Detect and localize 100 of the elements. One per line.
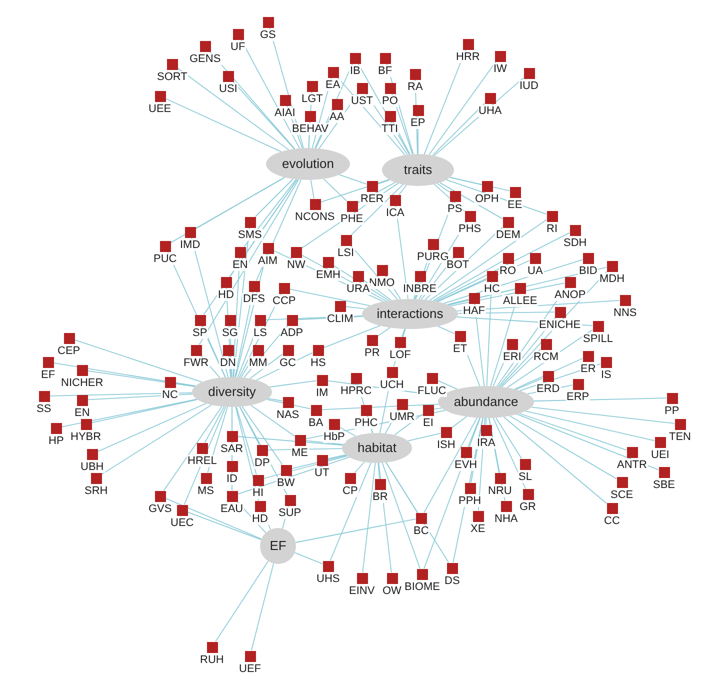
node-square [226,430,238,442]
node-label: SRH [84,484,109,496]
connector-line [377,179,390,185]
connector-line [443,259,583,304]
node-square [422,404,434,416]
node-label: ENICHE [538,318,582,330]
connector-line [318,93,359,150]
node-square [322,560,334,572]
node-label: NW [286,258,306,270]
connector-line [432,103,485,156]
connector-line [407,432,441,442]
connector-line [451,416,467,428]
node-square [316,454,328,466]
node-square [524,68,534,78]
connector-line [439,182,503,220]
node-square [280,464,292,476]
connector-line [337,77,406,156]
node-label: BR [372,490,389,502]
node-square [564,276,576,288]
node-label: SCE [610,488,634,500]
connector-line [447,298,469,306]
node-label: HD [251,512,269,524]
node-square [522,488,534,500]
node-square [286,314,298,326]
node-square [410,68,420,80]
node-square [506,338,518,350]
connector-line [235,253,268,378]
node-label: CP [342,484,359,496]
connector-line [250,404,295,437]
node-label: EN [232,258,249,270]
node-label: NICHER [60,376,104,388]
node-square [480,424,492,436]
node-square [200,40,210,52]
node-label: LSI [336,246,356,258]
node-label: UEE [148,102,172,114]
node-label: PHC [354,416,379,428]
connector-line [468,417,480,447]
connector-line [202,325,226,378]
node-label: EVH [454,458,478,470]
connector-line [530,406,675,424]
node-square [252,474,264,486]
node-square [460,446,472,458]
node-square [396,398,408,410]
connector-line [256,352,313,381]
node-square [164,376,176,388]
node-square [328,66,338,78]
connector-line [424,417,481,569]
node-square [332,98,342,110]
node-label: PO [381,94,399,106]
node-label: EMH [315,268,342,280]
node-label: OPH [474,192,500,204]
node-label: TTI [380,122,399,134]
connector-line [448,266,607,306]
node-label: URA [346,282,371,294]
node-label: UT [314,466,330,478]
node-label: UMR [388,410,416,422]
node-label: DFS [242,292,266,304]
node-square [428,238,438,250]
node-square [254,500,266,512]
node-square [206,642,218,652]
topic-ellipse: interactions [362,299,458,329]
node-label: HbP [322,430,346,442]
node-label: HAF [462,304,486,316]
connector-line [165,498,262,540]
node-square [360,404,372,416]
node-square [620,294,630,306]
node-label: IRA [476,436,496,448]
connector-line [509,415,617,480]
node-label: BC [412,524,430,536]
node-square [38,390,50,402]
connector-line [428,61,496,156]
node-square [468,292,480,304]
node-label: BIOME [404,580,441,592]
node-label: PUC [152,252,178,264]
connector-line [503,416,607,504]
node-label: HRR [455,50,481,62]
connector-line [358,63,410,155]
node-label: BEHAV [291,122,330,134]
node-square [328,418,340,430]
connector-line [432,260,503,302]
node-label: UST [350,94,374,106]
connector-line [256,179,302,281]
node-label: HP [48,434,65,446]
node-label: NC [161,388,179,400]
connector-line [204,406,225,443]
node-square [42,356,54,368]
connector-line [187,512,262,540]
connector-line [237,456,350,495]
node-label: PP [664,404,680,416]
connector-line [378,462,380,479]
node-square [226,460,238,472]
node-square [64,332,74,344]
node-label: MS [196,484,215,496]
node-square [384,110,396,122]
node-label: FWR [182,356,210,368]
node-label: GENS [188,52,222,64]
node-square [606,502,618,514]
connector-line [449,176,482,186]
node-label: MDH [598,272,626,284]
node-label: GS [259,28,277,40]
